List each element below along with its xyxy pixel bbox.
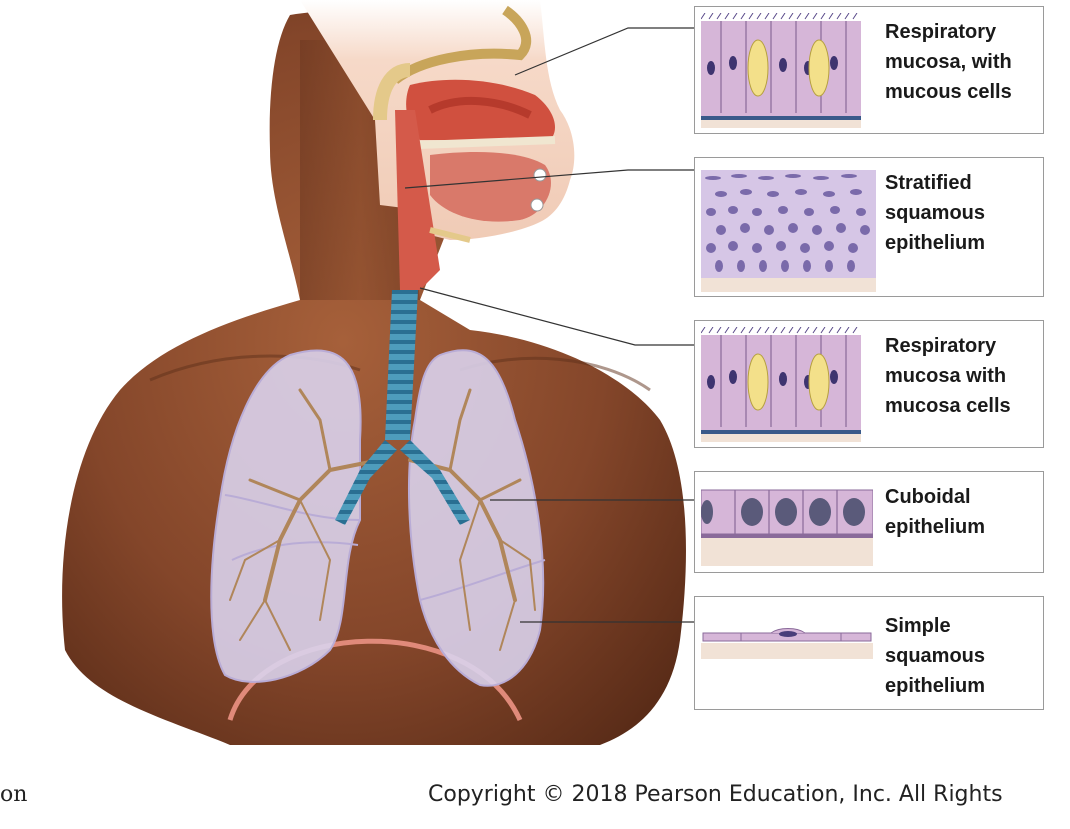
label-line: epithelium [885, 516, 986, 538]
label-line: mucosa, with [885, 51, 1012, 73]
tissue-panel-respiratory-mucosa-1: Respiratory mucosa, with mucous cells [694, 6, 1044, 134]
body-silhouette [62, 10, 686, 746]
footer-fragment-text: on [0, 782, 28, 807]
label-line: Cuboidal [885, 486, 971, 508]
label-line: epithelium [885, 675, 986, 697]
label-line: Respiratory [885, 21, 997, 43]
label-respiratory-mucosa-with-mucosa-cells: Respiratory mucosa with mucosa cells [885, 331, 1011, 421]
leader-line-2 [404, 169, 694, 189]
tissue-panel-respiratory-mucosa-2: Respiratory mucosa with mucosa cells [694, 320, 1044, 448]
tissue-panel-stratified-squamous: Stratified squamous epithelium [694, 157, 1044, 297]
label-line: mucous cells [885, 81, 1012, 103]
label-line: epithelium [885, 232, 986, 254]
head-sagittal-section [300, 0, 575, 290]
copyright-notice: Copyright © 2018 Pearson Education, Inc.… [428, 782, 1003, 807]
simple-squamous-illustration [701, 603, 873, 663]
tissue-panel-cuboidal: Cuboidal epithelium [694, 471, 1044, 573]
tissue-panel-simple-squamous: Simple squamous epithelium [694, 596, 1044, 710]
leader-line-3 [419, 287, 694, 346]
stratified-squamous-illustration [701, 164, 876, 292]
label-line: squamous [885, 202, 986, 224]
label-cuboidal-epithelium: Cuboidal epithelium [885, 482, 985, 542]
respiratory-mucosa-illustration [701, 13, 861, 128]
label-line: squamous [885, 645, 986, 667]
trachea [335, 290, 470, 525]
left-lung [407, 349, 546, 687]
leader-lines [404, 27, 694, 623]
label-line: Respiratory [885, 335, 997, 357]
cuboidal-epithelium-illustration [701, 478, 873, 566]
label-line: Simple [885, 615, 951, 637]
respiratory-mucosa-illustration [701, 327, 861, 442]
label-respiratory-mucosa-with-mucous-cells: Respiratory mucosa, with mucous cells [885, 17, 1012, 107]
label-line: Stratified [885, 172, 972, 194]
leader-line-1 [514, 27, 694, 76]
label-line: mucosa cells [885, 395, 1011, 417]
label-simple-squamous-epithelium: Simple squamous epithelium [885, 611, 985, 701]
label-stratified-squamous-epithelium: Stratified squamous epithelium [885, 168, 985, 258]
label-line: mucosa with [885, 365, 1007, 387]
